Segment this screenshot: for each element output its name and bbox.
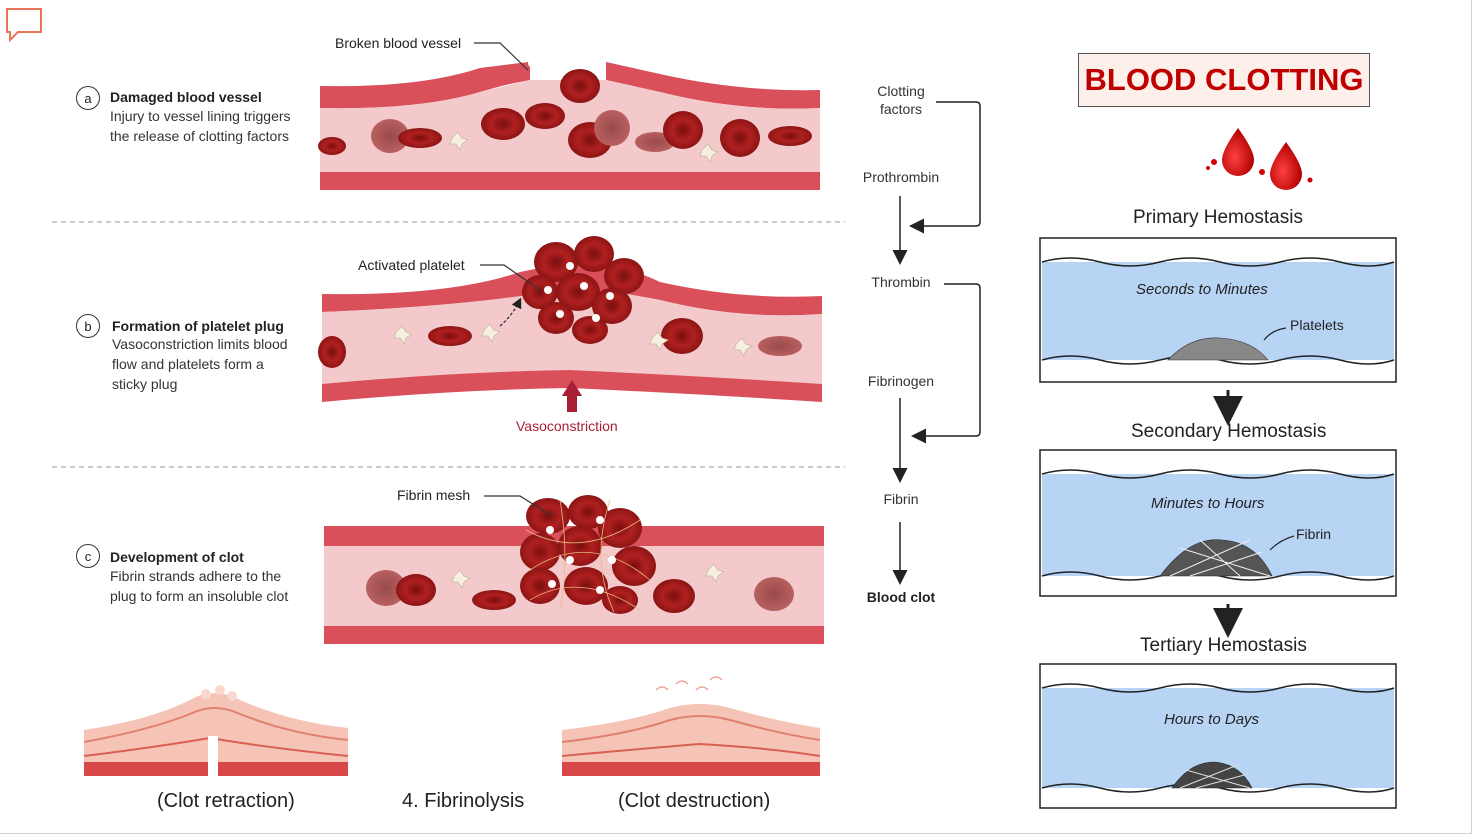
hemostasis-panel-primary: [1039, 237, 1397, 383]
callout-fibrin-mesh: Fibrin mesh: [397, 487, 471, 503]
step-title-damaged-vessel: Damaged blood vessel: [110, 89, 262, 105]
step-title-platelet-plug: Formation of platelet plug: [112, 318, 284, 334]
cascade-prothrombin: Prothrombin: [862, 169, 940, 185]
hemostasis-panel-tertiary: [1039, 663, 1397, 809]
callout-activated-platelet: Activated platelet: [358, 257, 465, 273]
cascade-fibrin: Fibrin: [883, 491, 919, 507]
blood-drop-icon: [1206, 128, 1313, 190]
vessel-constricted: [318, 236, 822, 412]
hemostasis-title-primary: Primary Hemostasis: [1133, 207, 1303, 228]
hemostasis-time-tertiary: Hours to Days: [1164, 711, 1260, 728]
cascade-blood-clot: Blood clot: [866, 589, 936, 605]
hemostasis-time-secondary: Minutes to Hours: [1151, 495, 1265, 512]
step-letter-c: c: [76, 544, 100, 568]
step-letter-a: a: [76, 86, 100, 110]
cascade-fibrinogen: Fibrinogen: [867, 373, 935, 389]
tissue-clot-retraction: [83, 685, 349, 776]
step-desc-clot: Fibrin strands adhere to the plug to for…: [110, 568, 289, 604]
hemostasis-label-fibrin: Fibrin: [1296, 526, 1332, 542]
cascade-thrombin: Thrombin: [871, 274, 931, 290]
callout-vasoconstriction: Vasoconstriction: [516, 418, 618, 434]
step-title-clot: Development of clot: [110, 549, 244, 565]
hemostasis-title-tertiary: Tertiary Hemostasis: [1140, 635, 1307, 656]
vessel-clot: [324, 495, 824, 644]
hemostasis-label-platelets: Platelets: [1290, 317, 1344, 333]
step-letter-b: b: [76, 314, 100, 338]
step-desc-platelet-plug: Vasoconstriction limits blood flow and p…: [112, 336, 288, 392]
comment-icon[interactable]: [4, 6, 44, 44]
caption-clot-retraction: (Clot retraction): [157, 790, 295, 812]
callout-broken-vessel: Broken blood vessel: [335, 35, 462, 51]
cascade-arrows: [892, 101, 981, 585]
hemostasis-time-primary: Seconds to Minutes: [1136, 281, 1268, 298]
cascade-clotting-factors: Clotting factors: [877, 83, 925, 117]
page-title: BLOOD CLOTTING: [1078, 53, 1370, 107]
vessel-damaged: [318, 62, 820, 190]
hemostasis-title-secondary: Secondary Hemostasis: [1131, 421, 1327, 442]
step-desc-damaged-vessel: Injury to vessel lining triggers the rel…: [110, 108, 291, 144]
caption-fibrinolysis: 4. Fibrinolysis: [402, 790, 525, 812]
tissue-clot-destruction: [561, 676, 821, 776]
caption-clot-destruction: (Clot destruction): [618, 790, 771, 812]
hemostasis-panel-secondary: [1039, 449, 1397, 597]
